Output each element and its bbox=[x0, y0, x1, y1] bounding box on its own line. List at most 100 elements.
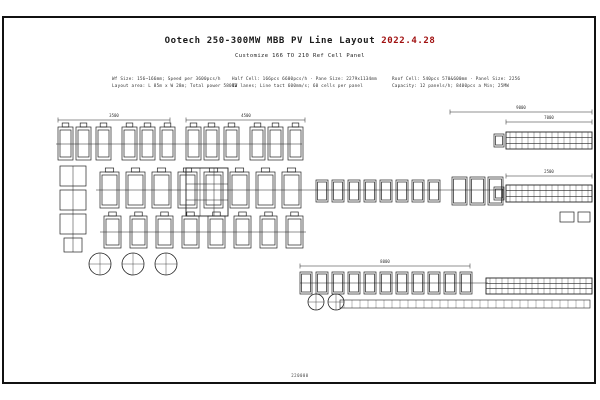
dimension-label: 2500 bbox=[544, 169, 554, 174]
machine-inner bbox=[489, 178, 502, 204]
machine-inner bbox=[161, 129, 174, 158]
machine-inner bbox=[209, 218, 224, 246]
machine-block bbox=[395, 271, 409, 295]
machine-tab bbox=[61, 122, 70, 128]
spec-block-mid: Half Cell: 166pcs 6600pcs/h · Pane Size:… bbox=[232, 76, 377, 91]
machine-block bbox=[363, 271, 377, 295]
machine-tab bbox=[99, 122, 108, 128]
machine-inner bbox=[413, 273, 423, 293]
machine-block bbox=[185, 167, 229, 217]
footer-note: 220000 bbox=[291, 373, 309, 378]
machine-block bbox=[469, 176, 486, 206]
machine-inner bbox=[397, 273, 407, 293]
machine-inner bbox=[349, 181, 359, 201]
machine-tab bbox=[290, 211, 299, 217]
machine-inner bbox=[123, 129, 136, 158]
machine-inner bbox=[261, 218, 276, 246]
machine-inner bbox=[381, 273, 391, 293]
machine-inner bbox=[131, 218, 146, 246]
machine-block bbox=[299, 271, 313, 295]
machine-inner bbox=[157, 218, 172, 246]
dimension-label: 9000 bbox=[516, 105, 526, 110]
machine-inner bbox=[187, 129, 200, 158]
machine-inner bbox=[183, 218, 198, 246]
machine-block bbox=[331, 179, 345, 203]
machine-inner bbox=[453, 178, 466, 204]
drawing-subtitle: Customize 166 TO 210 Ref Cell Panel bbox=[235, 53, 365, 59]
machine-block bbox=[487, 176, 504, 206]
machine-tab bbox=[212, 211, 221, 217]
machine-inner bbox=[381, 181, 391, 201]
machine-inner bbox=[105, 218, 120, 246]
machine-tab bbox=[156, 167, 167, 173]
machine-tab bbox=[108, 211, 117, 217]
machine-inner bbox=[269, 129, 282, 158]
machine-tab bbox=[291, 122, 300, 128]
machine-tab bbox=[186, 211, 195, 217]
machine-tab bbox=[143, 122, 152, 128]
machine-tab bbox=[286, 167, 297, 173]
spec-right-line2: Capacity: 12 panels/h; 8400pcs a Min; 25… bbox=[392, 84, 510, 90]
machine-block bbox=[577, 211, 591, 223]
machine-block bbox=[347, 179, 361, 203]
machine-inner bbox=[205, 129, 218, 158]
machine-tab bbox=[271, 122, 280, 128]
machine-inner bbox=[179, 174, 196, 206]
machine-tab bbox=[208, 167, 219, 173]
machine-tab bbox=[130, 167, 141, 173]
machine-inner bbox=[231, 174, 248, 206]
spec-block-left: Wf Size: 156~166mm; Speed per 3600pcs/h … bbox=[112, 76, 237, 91]
machine-tab bbox=[125, 122, 134, 128]
machine-inner bbox=[429, 181, 439, 201]
machine-inner bbox=[461, 273, 471, 293]
machine-inner bbox=[101, 174, 118, 206]
conveyor bbox=[485, 277, 593, 295]
conveyor bbox=[339, 299, 591, 309]
machine-block bbox=[315, 179, 329, 203]
machine-inner bbox=[235, 218, 250, 246]
dimension-label: 8000 bbox=[380, 259, 390, 264]
machine-tab bbox=[227, 122, 236, 128]
machine-inner bbox=[445, 273, 455, 293]
machine-tab bbox=[134, 211, 143, 217]
machine-inner bbox=[333, 273, 343, 293]
machine-inner bbox=[127, 174, 144, 206]
machine-inner bbox=[333, 181, 343, 201]
machine-inner bbox=[495, 188, 503, 199]
machine-block bbox=[493, 186, 505, 201]
machine-block bbox=[427, 271, 441, 295]
machine-inner bbox=[59, 129, 72, 158]
machine-block bbox=[363, 179, 377, 203]
machine-tab bbox=[79, 122, 88, 128]
machine-inner bbox=[413, 181, 423, 201]
machine-inner bbox=[317, 273, 327, 293]
dimension-label: 4500 bbox=[241, 113, 251, 118]
machine-tab bbox=[189, 122, 198, 128]
spec-left-line2: Layout area: L 85m x W 28m; Total power … bbox=[112, 84, 238, 90]
machine-block bbox=[395, 179, 409, 203]
machine-block bbox=[459, 271, 473, 295]
machine-inner bbox=[283, 174, 300, 206]
machine-tab bbox=[264, 211, 273, 217]
machine-inner bbox=[205, 174, 222, 206]
machine-block bbox=[411, 179, 425, 203]
machine-block bbox=[427, 179, 441, 203]
spec-left-line1: Wf Size: 156~166mm; Speed per 3600pcs/h bbox=[112, 77, 221, 82]
machine-inner bbox=[153, 174, 170, 206]
machine-inner bbox=[349, 273, 359, 293]
machine-tab bbox=[163, 122, 172, 128]
machine-tab bbox=[234, 167, 245, 173]
machine-inner bbox=[287, 218, 302, 246]
machine-block bbox=[451, 176, 468, 206]
conveyor bbox=[505, 184, 593, 203]
machine-inner bbox=[365, 273, 375, 293]
machine-tab bbox=[160, 211, 169, 217]
machine-inner bbox=[97, 129, 110, 158]
machine-inner bbox=[397, 181, 407, 201]
machine-inner bbox=[365, 181, 375, 201]
machine-inner bbox=[471, 178, 484, 204]
drawing-title-row: Ootech 250-300MW MBB PV Line Layout 2022… bbox=[0, 36, 600, 46]
machine-block bbox=[411, 271, 425, 295]
dimension-label: 7000 bbox=[544, 115, 554, 120]
